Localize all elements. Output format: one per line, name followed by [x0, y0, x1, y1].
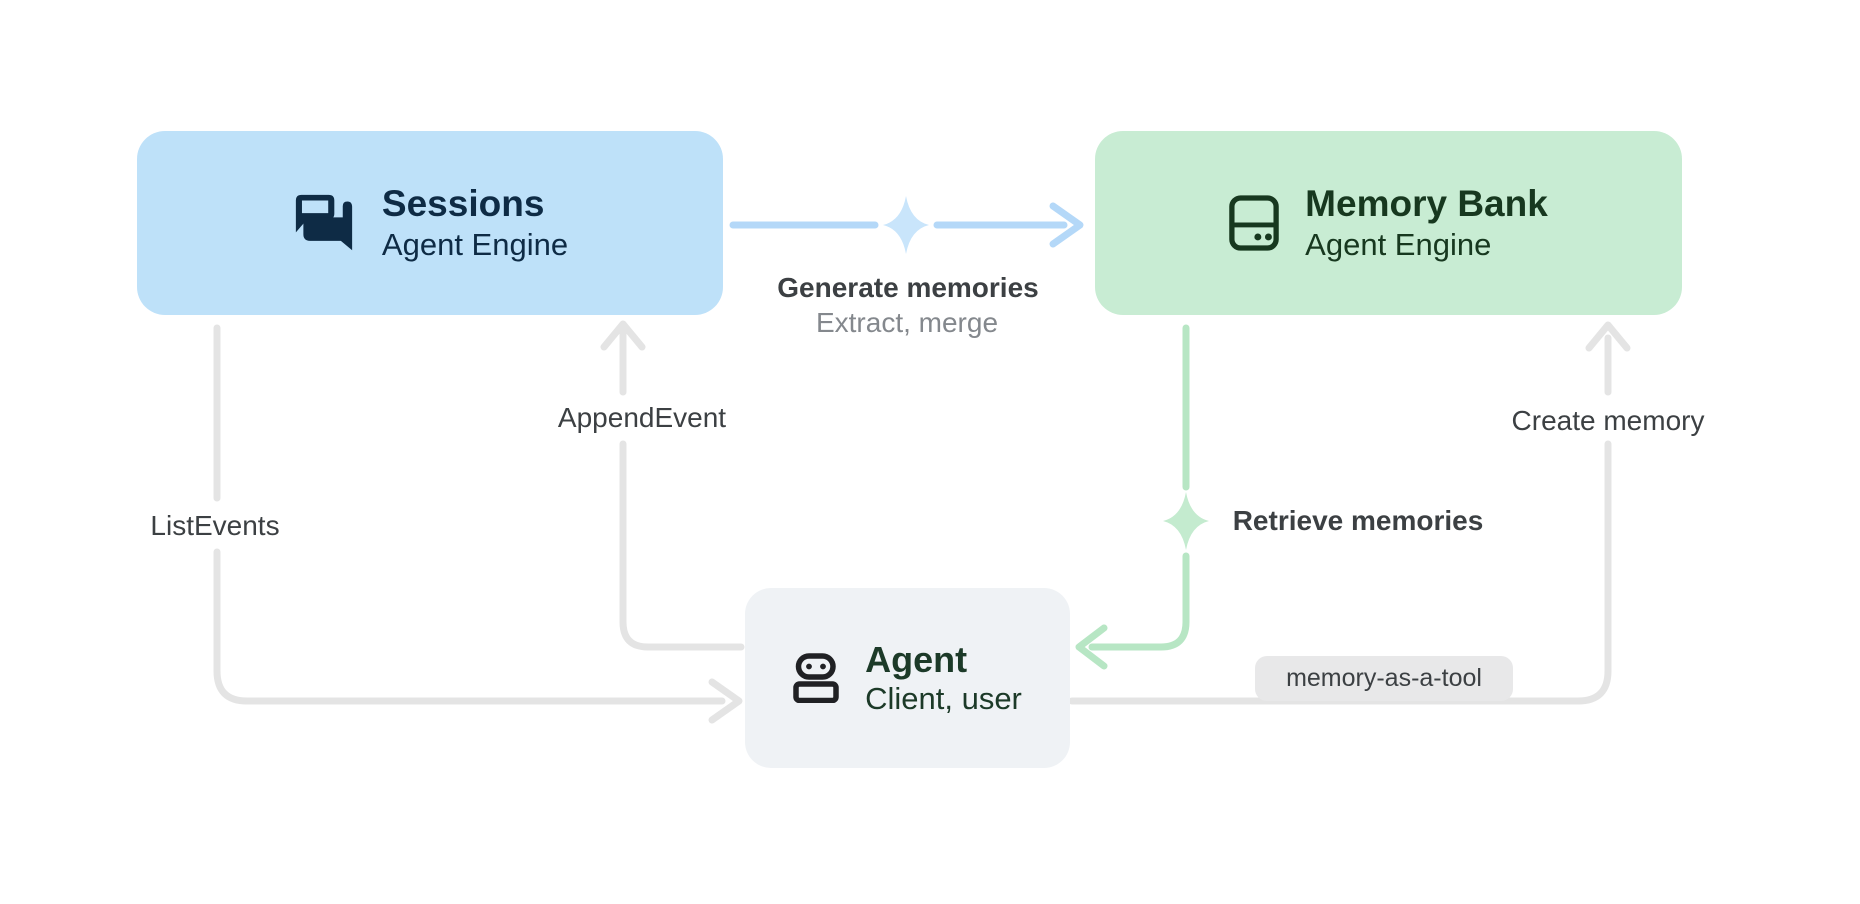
edge-generate-memories [729, 202, 1084, 248]
list-arrowhead [708, 678, 743, 724]
create-line-lower [1068, 440, 1612, 705]
sparkle-icon [1163, 492, 1209, 550]
robot-icon [793, 653, 839, 703]
retrieve-memories-label: Retrieve memories [1232, 505, 1484, 536]
append-line-lower [619, 440, 745, 651]
create-arrowhead [1585, 321, 1631, 352]
chat-bubbles-icon [295, 194, 353, 251]
generate-memories-label: Generate memories [777, 272, 1039, 303]
edge-append-event [600, 320, 745, 651]
retrieve-line-lower [1088, 552, 1190, 651]
edge-retrieve-memories [1075, 324, 1190, 670]
storage-icon [1229, 195, 1279, 251]
sparkle-icon [883, 196, 929, 254]
sessions-title: Sessions [381, 183, 545, 225]
agent-titles: Agent Client, user [865, 639, 1022, 718]
list-line-lower [213, 548, 726, 705]
edge-create-memory [1068, 321, 1631, 705]
agent-subtitle: Client, user [865, 681, 1022, 717]
node-agent: Agent Client, user [745, 588, 1070, 768]
create-memory-label: Create memory [1511, 405, 1705, 436]
memory-bank-title: Memory Bank [1305, 183, 1548, 225]
list-events-label: ListEvents [150, 510, 280, 541]
memory-bank-subtitle: Agent Engine [1305, 226, 1492, 262]
generate-memories-sublabel: Extract, merge [815, 307, 999, 338]
append-arrowhead [600, 320, 646, 351]
memory-bank-titles: Memory Bank Agent Engine [1305, 183, 1548, 263]
node-sessions: Sessions Agent Engine [137, 131, 723, 315]
agent-title: Agent [865, 638, 968, 680]
memory-as-a-tool-badge-label: memory-as-a-tool [1286, 664, 1482, 692]
sessions-titles: Sessions Agent Engine [382, 183, 568, 263]
generate-arrowhead [1049, 202, 1084, 248]
memory-as-a-tool-badge: memory-as-a-tool [1255, 656, 1513, 701]
append-event-label: AppendEvent [557, 402, 727, 433]
retrieve-arrowhead [1075, 624, 1108, 670]
edge-list-events [213, 324, 743, 724]
sessions-subtitle: Agent Engine [381, 226, 569, 262]
node-memory-bank: Memory Bank Agent Engine [1095, 131, 1682, 315]
